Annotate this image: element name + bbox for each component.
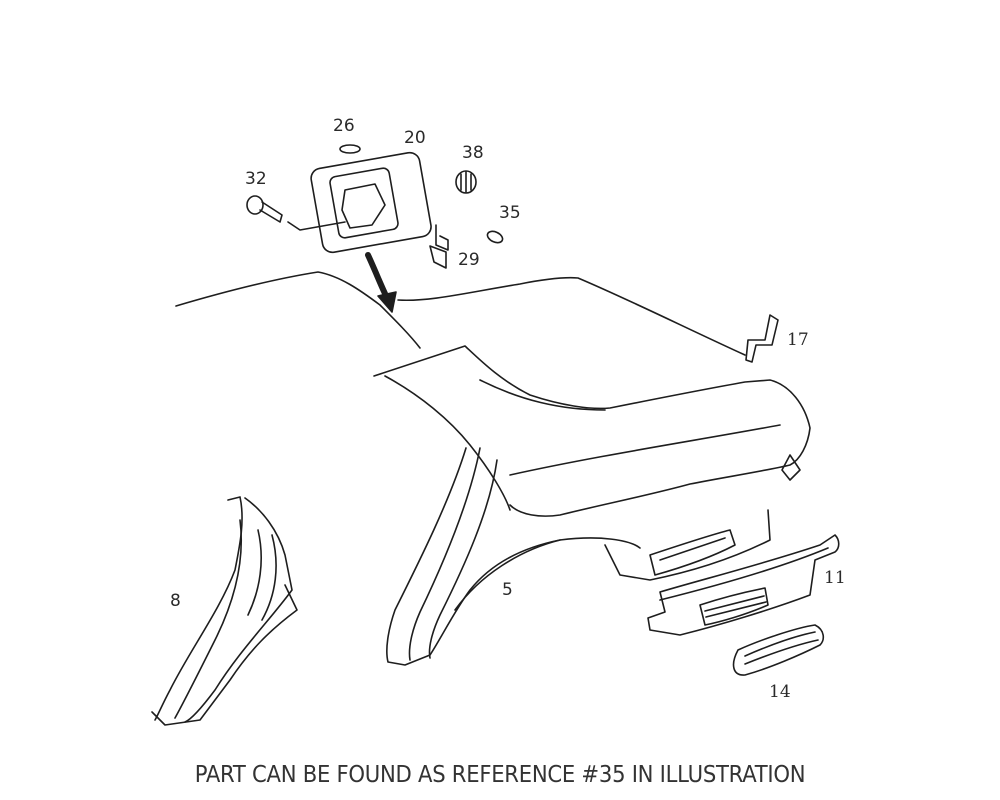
grille-slats [744,631,819,665]
quarter-panel-lamp-recess-2 [659,537,726,561]
fuel-filler-cap-detail [341,183,386,229]
fuel-filler-housing [310,151,432,254]
wheelhouse-panel-ribs [247,529,277,621]
bumper-section [647,534,840,636]
wheelhouse-panel-mid [184,497,293,723]
bumper-vent-slats [704,595,767,618]
grommet-38 [455,170,477,194]
roof-line [175,271,421,349]
ref-label-26: 26 [333,116,355,136]
nut-35 [486,230,504,244]
quarter-panel-c-pillar-2 [408,447,481,661]
fuel-filler-arrow [365,252,391,303]
bracket-29 [429,224,449,269]
ref-label-35: 35 [499,203,521,223]
quarter-panel [373,345,811,517]
reference-caption: PART CAN BE FOUND AS REFERENCE #35 IN IL… [194,762,806,788]
fuel-filler-arrowhead [377,291,397,313]
quarter-panel-crease [509,424,781,476]
quarter-panel-rear-lower [604,509,771,581]
grommet-38-detail [460,171,472,193]
bumper-vent [699,587,769,626]
ref-label-20: 20 [404,128,426,148]
quarter-panel-arch [454,539,561,611]
screw-leader-line [287,221,346,231]
fuel-filler-inner [329,167,399,239]
wheelhouse-panel-inner [174,519,243,719]
ref-label-5: 5 [502,580,513,600]
bracket-17 [745,314,779,363]
quarter-panel-hook [781,454,801,481]
ref-label-14: 14 [769,682,791,702]
quarter-panel-c-pillar-3 [428,459,498,659]
screw-head [246,195,264,215]
ref-label-32: 32 [245,169,267,189]
bumper-section-top [659,547,829,601]
ref-label-38: 38 [462,143,484,163]
ref-label-17: 17 [787,330,809,350]
quarter-panel-inner [384,375,511,511]
quarter-panel-c-pillar [386,447,641,666]
wheelhouse-panel-flange [151,584,298,726]
screw-shaft [259,201,283,223]
exploded-view-drawing [151,144,840,726]
parts-diagram: 26 20 38 32 35 29 17 8 5 11 14 [151,116,846,726]
grille-outer [732,624,825,676]
ref-label-11: 11 [824,568,846,588]
ref-label-8: 8 [170,591,181,611]
quarter-panel-lamp-recess [649,529,736,576]
clip-26 [339,144,361,154]
ref-label-29: 29 [458,250,480,270]
quarter-panel-sill [479,379,606,411]
trunk-line [397,276,746,356]
